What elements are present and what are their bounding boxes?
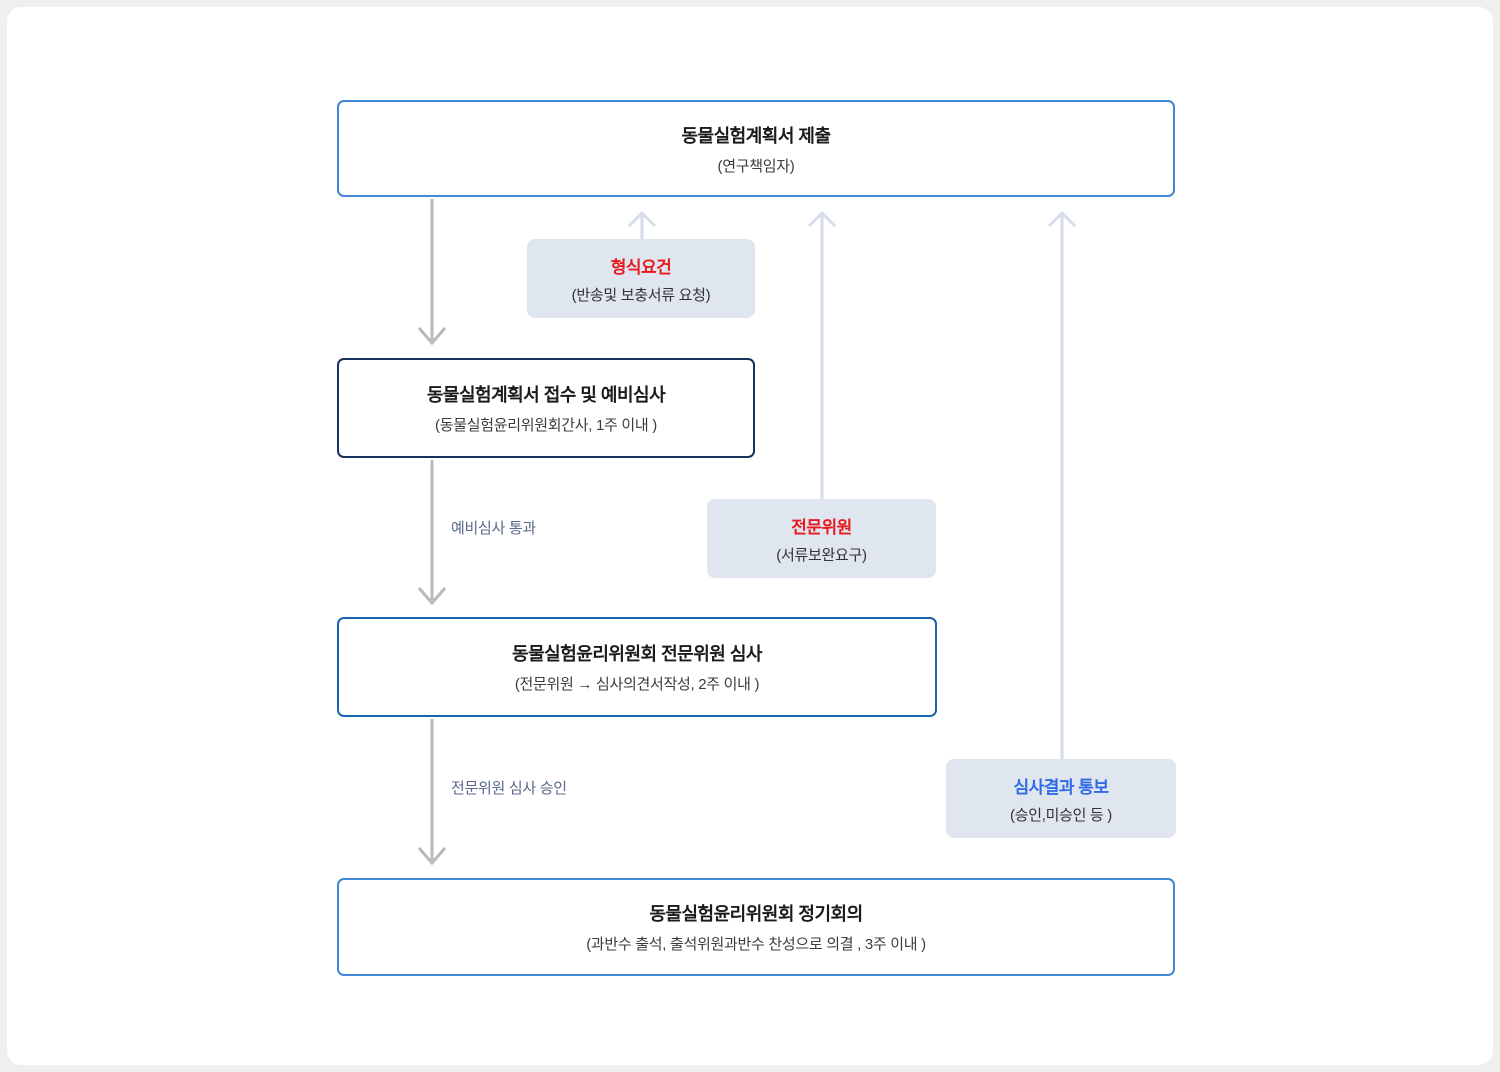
flow-box-meeting-subtitle: (과반수 출석, 출석위원과반수 찬성으로 의결 , 3주 이내 ) [586,936,926,953]
arrow-up-formal-to-submit [627,210,657,240]
flow-box-submit-title: 동물실험계획서 제출 [681,125,831,146]
callout-notify-subtitle: (승인,미승인 등 ) [1010,806,1112,824]
flow-box-review-title: 동물실험윤리위원회 전문위원 심사 [512,644,762,664]
flow-box-submit: 동물실험계획서 제출 (연구책임자) [337,100,1175,197]
edge-label-expert-approval: 전문위원 심사 승인 [451,780,567,797]
arrow-up-expert-to-submit [807,210,837,502]
flow-box-receipt: 동물실험계획서 접수 및 예비심사 (동물실험윤리위원회간사, 1주 이내 ) [337,358,755,458]
callout-formal-requirements: 형식요건 (반송및 보충서류 요청) [527,239,755,318]
diagram-card: 동물실험계획서 제출 (연구책임자) 동물실험계획서 접수 및 예비심사 (동물… [7,7,1493,1065]
flow-box-receipt-title: 동물실험계획서 접수 및 예비심사 [426,385,666,405]
callout-result-notice: 심사결과 통보 (승인,미승인 등 ) [946,759,1176,838]
callout-expert-subtitle: (서류보완요구) [776,546,867,564]
arrow-down-review-to-meeting [417,719,447,866]
flow-box-review-subtitle: (전문위원 → 심사의견서작성, 2주 이내 ) [514,676,760,693]
callout-expert-member: 전문위원 (서류보완요구) [707,499,936,578]
arrow-down-receipt-to-review [417,460,447,606]
edge-label-preliminary-pass: 예비심사 통과 [451,520,536,537]
callout-expert-title: 전문위원 [791,517,852,537]
flow-box-receipt-subtitle: (동물실험윤리위원회간사, 1주 이내 ) [435,417,657,434]
flow-box-review: 동물실험윤리위원회 전문위원 심사 (전문위원 → 심사의견서작성, 2주 이내… [337,617,937,717]
flow-box-meeting: 동물실험윤리위원회 정기회의 (과반수 출석, 출석위원과반수 찬성으로 의결 … [337,878,1175,976]
arrow-down-submit-to-receipt [417,199,447,346]
callout-formal-title: 형식요건 [610,257,672,277]
callout-notify-title: 심사결과 통보 [1013,777,1109,797]
flow-box-submit-subtitle: (연구책임자) [717,157,795,175]
flow-box-meeting-title: 동물실험윤리위원회 정기회의 [649,904,863,924]
arrow-up-notice-to-submit [1047,210,1077,762]
callout-formal-subtitle: (반송및 보충서류 요청) [571,286,711,304]
